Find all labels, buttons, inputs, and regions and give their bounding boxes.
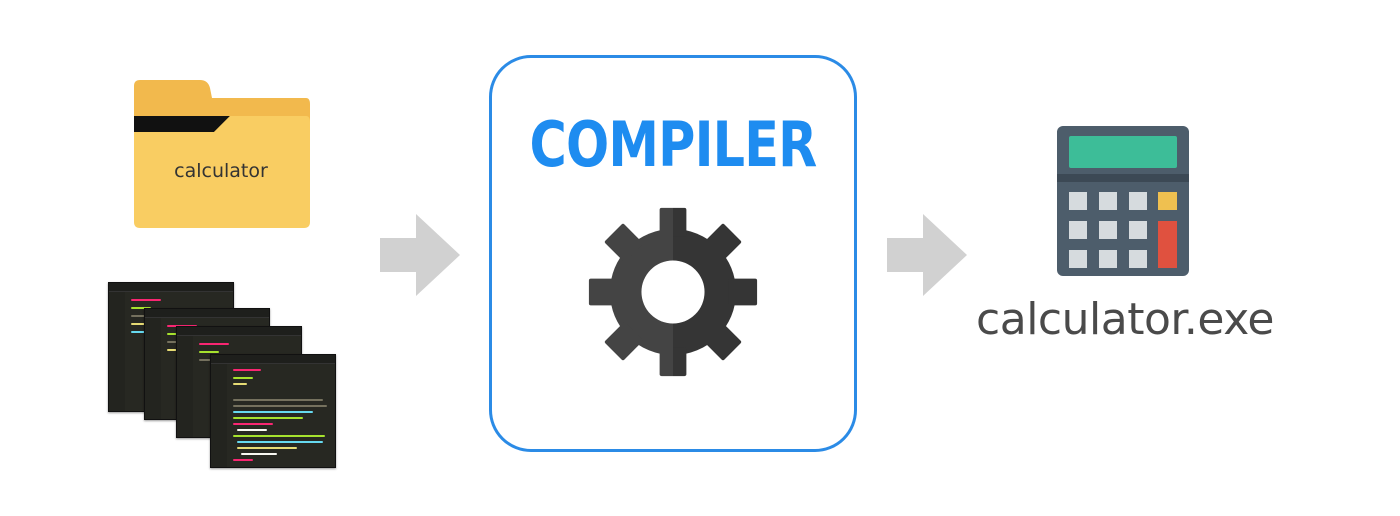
folder-icon xyxy=(134,80,310,228)
calculator-icon xyxy=(1057,126,1189,276)
output-label: calculator.exe xyxy=(976,294,1274,345)
gear-icon xyxy=(588,207,758,377)
code-window xyxy=(210,354,336,468)
folder-label: calculator xyxy=(174,160,268,182)
compiler-title: COMPILER xyxy=(529,108,817,181)
right-arrow-icon xyxy=(380,214,460,296)
right-arrow-icon xyxy=(887,214,967,296)
